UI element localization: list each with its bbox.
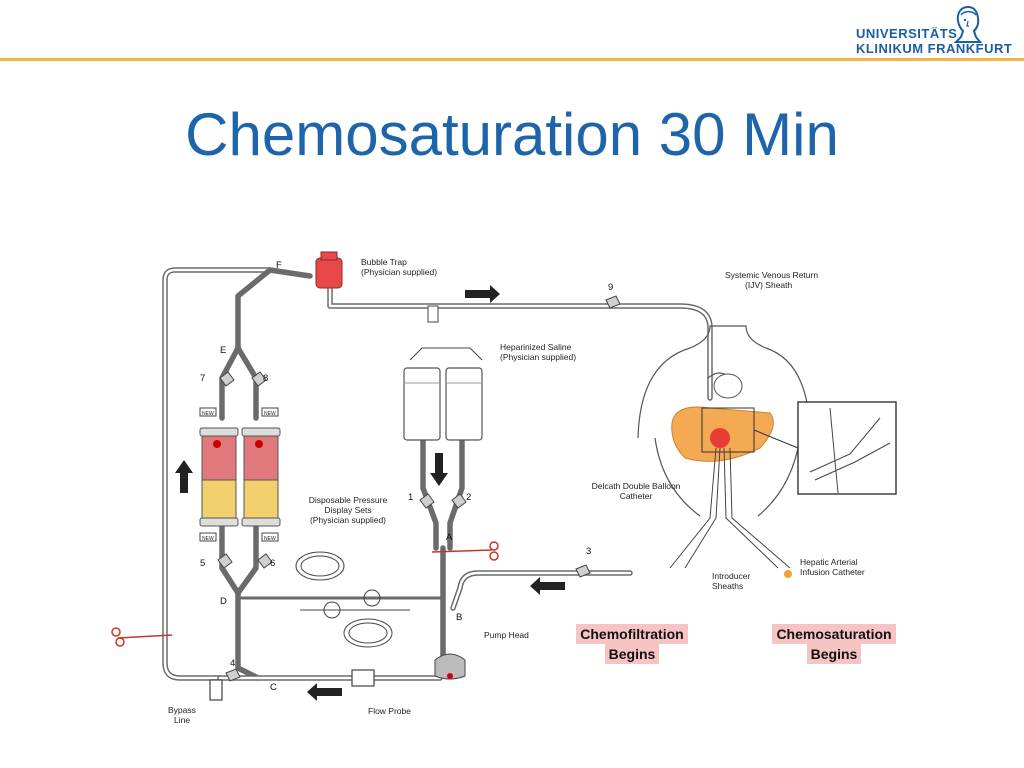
svg-text:6: 6 bbox=[270, 558, 275, 569]
svg-text:5: 5 bbox=[200, 558, 205, 569]
svg-text:NEW: NEW bbox=[264, 411, 276, 417]
svg-text:D: D bbox=[220, 596, 227, 607]
liver-inset bbox=[753, 401, 897, 495]
label-hepatic-1: Hepatic Arterial bbox=[800, 557, 858, 567]
valve-tags: NEW NEW NEW NEW bbox=[199, 407, 279, 542]
diagram-labels: Bubble Trap (Physician supplied) Systemi… bbox=[168, 257, 865, 725]
svg-text:NEW: NEW bbox=[264, 536, 276, 542]
pressure-display-coils bbox=[295, 551, 410, 648]
flow-arrows bbox=[175, 285, 565, 701]
label-introducer-2: Sheaths bbox=[712, 581, 743, 591]
label-bypass-2: Line bbox=[174, 715, 190, 725]
label-saline-1: Heparinized Saline bbox=[500, 342, 572, 352]
stopcocks bbox=[217, 295, 621, 682]
label-systemic-1: Systemic Venous Return bbox=[725, 270, 818, 280]
svg-text:2: 2 bbox=[466, 492, 471, 503]
callout-chemosaturation-line-1: Chemosaturation bbox=[772, 624, 896, 644]
goethe-portrait-icon bbox=[953, 5, 983, 43]
pump-head bbox=[434, 653, 466, 680]
label-pressure-1: Disposable Pressure bbox=[309, 495, 388, 505]
svg-text:9: 9 bbox=[608, 282, 613, 293]
label-pressure-2: Display Sets bbox=[324, 505, 371, 515]
label-saline-2: (Physician supplied) bbox=[500, 352, 576, 362]
clamp-scissors-icons bbox=[111, 541, 499, 647]
chemosaturation-circuit-diagram: NEW NEW NEW NEW bbox=[111, 251, 897, 725]
svg-text:E: E bbox=[220, 345, 226, 356]
bubble-trap bbox=[315, 251, 343, 289]
label-systemic-2: (IJV) Sheath bbox=[745, 280, 793, 290]
svg-text:F: F bbox=[276, 260, 282, 271]
saline-bags bbox=[403, 347, 483, 441]
bypass-clamp bbox=[209, 679, 223, 701]
svg-text:7: 7 bbox=[200, 373, 205, 384]
flow-probe bbox=[351, 669, 375, 687]
label-hepatic-2: Infusion Catheter bbox=[800, 567, 865, 577]
svg-text:4: 4 bbox=[230, 658, 235, 669]
label-bubble-trap-1: Bubble Trap bbox=[361, 257, 407, 267]
label-bubble-trap-2: (Physician supplied) bbox=[361, 267, 437, 277]
patient-torso bbox=[637, 325, 811, 578]
label-introducer-1: Introducer bbox=[712, 571, 750, 581]
svg-text:3: 3 bbox=[586, 546, 591, 557]
logo-line-2: KLINIKUM FRANKFURT bbox=[856, 41, 1013, 56]
label-bypass-1: Bypass bbox=[168, 705, 196, 715]
header-rule bbox=[0, 58, 1024, 61]
svg-text:C: C bbox=[270, 682, 277, 693]
label-delcath-2: Catheter bbox=[620, 491, 653, 501]
callout-chemosaturation: Chemosaturation Begins bbox=[752, 624, 916, 664]
callout-chemofiltration-line-2: Begins bbox=[604, 644, 660, 664]
svg-text:1: 1 bbox=[408, 492, 413, 503]
filter-columns bbox=[199, 427, 281, 527]
callout-chemofiltration-line-1: Chemofiltration bbox=[576, 624, 688, 644]
label-pressure-3: (Physician supplied) bbox=[310, 515, 386, 525]
svg-text:B: B bbox=[456, 612, 462, 623]
slide-title: Chemosaturation 30 Min bbox=[185, 101, 839, 168]
junction-letters: F E D C B A bbox=[220, 260, 462, 693]
university-logo: UNIVERSITÄTS KLINIKUM FRANKFURT bbox=[852, 4, 1022, 56]
label-flow-probe: Flow Probe bbox=[368, 706, 411, 716]
callout-chemofiltration: Chemofiltration Begins bbox=[558, 624, 706, 664]
svg-text:NEW: NEW bbox=[202, 411, 214, 417]
label-delcath-1: Delcath Double Balloon bbox=[592, 481, 681, 491]
svg-text:A: A bbox=[446, 532, 453, 543]
logo-line-1: UNIVERSITÄTS bbox=[856, 26, 958, 41]
line-clamp bbox=[427, 305, 439, 323]
svg-text:8: 8 bbox=[263, 373, 268, 384]
label-pump-head: Pump Head bbox=[484, 630, 529, 640]
valve-numbers: 1 2 3 4 5 6 7 8 9 bbox=[200, 282, 613, 669]
svg-text:NEW: NEW bbox=[202, 536, 214, 542]
callout-chemosaturation-line-2: Begins bbox=[806, 644, 862, 664]
